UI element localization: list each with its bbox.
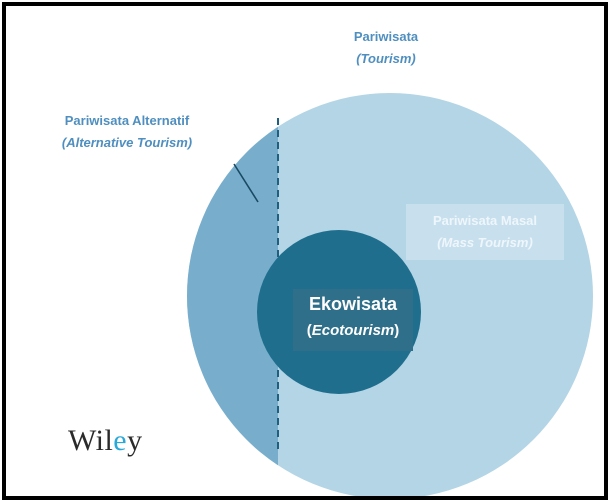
eco-label-name: Ekowisata [308, 294, 398, 314]
mass-label-english: (Mass Tourism) [437, 235, 533, 250]
ecotourism-label-background [293, 289, 413, 351]
alternative-pointer-line [233, 163, 259, 203]
mass-label-name: Pariwisata Masal [432, 213, 538, 228]
wiley-logo: Wiley [68, 424, 143, 457]
tourism-label-name: Pariwisata [353, 29, 419, 44]
alternative-tourism-label: Pariwisata Alternatif (Alternative Touri… [42, 110, 212, 154]
tourism-label: Pariwisata (Tourism) [306, 26, 466, 70]
eco-label-english: (Ecotourism) [306, 322, 400, 339]
tourism-label-english: (Tourism) [356, 51, 416, 66]
alternative-label-english: (Alternative Tourism) [61, 135, 193, 150]
mass-tourism-label-background [406, 204, 564, 260]
mass-tourism-label: Pariwisata Masal (Mass Tourism) [406, 210, 564, 254]
alternative-tourism-segment [187, 126, 278, 466]
ecotourism-label: Ekowisata (Ecotourism) [293, 290, 413, 344]
alternative-label-name: Pariwisata Alternatif [64, 113, 190, 128]
